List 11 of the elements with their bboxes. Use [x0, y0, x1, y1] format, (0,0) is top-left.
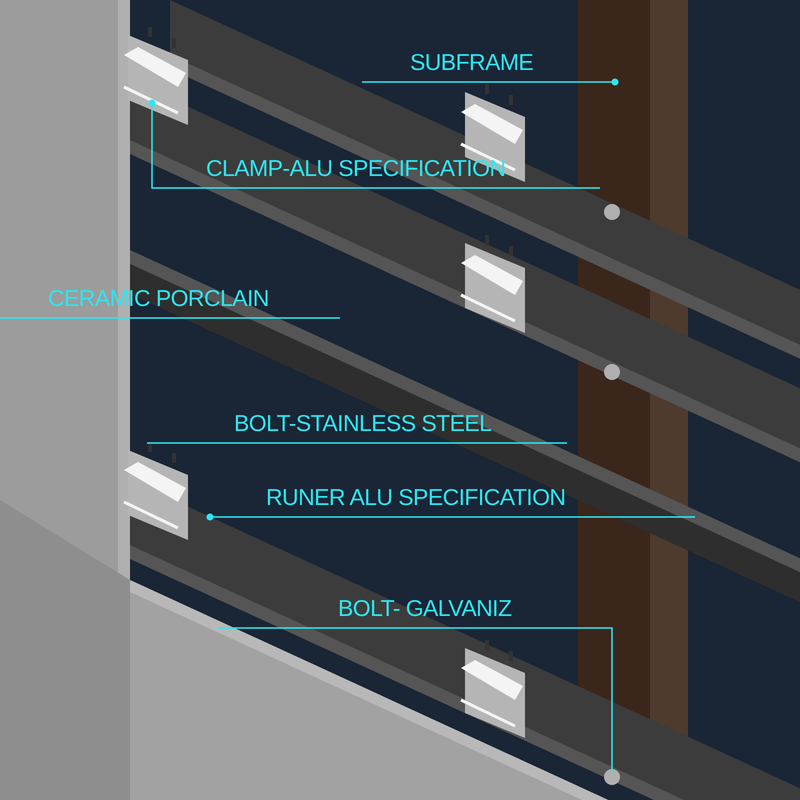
callout-label: BOLT- GALVANIZ — [338, 594, 512, 628]
leader-line — [217, 627, 613, 773]
callout-label: RUNER ALU SPECIFICATION — [266, 483, 566, 517]
callout-label: SUBFRAME — [410, 48, 534, 82]
leader-line — [0, 317, 340, 319]
leader-line — [362, 78, 618, 86]
leader-line — [147, 442, 567, 444]
leader-line — [148, 100, 600, 189]
callout-label: CLAMP-ALU SPECIFICATION — [206, 154, 506, 188]
leader-line — [206, 514, 695, 520]
callout-label: BOLT-STAINLESS STEEL — [234, 409, 492, 443]
